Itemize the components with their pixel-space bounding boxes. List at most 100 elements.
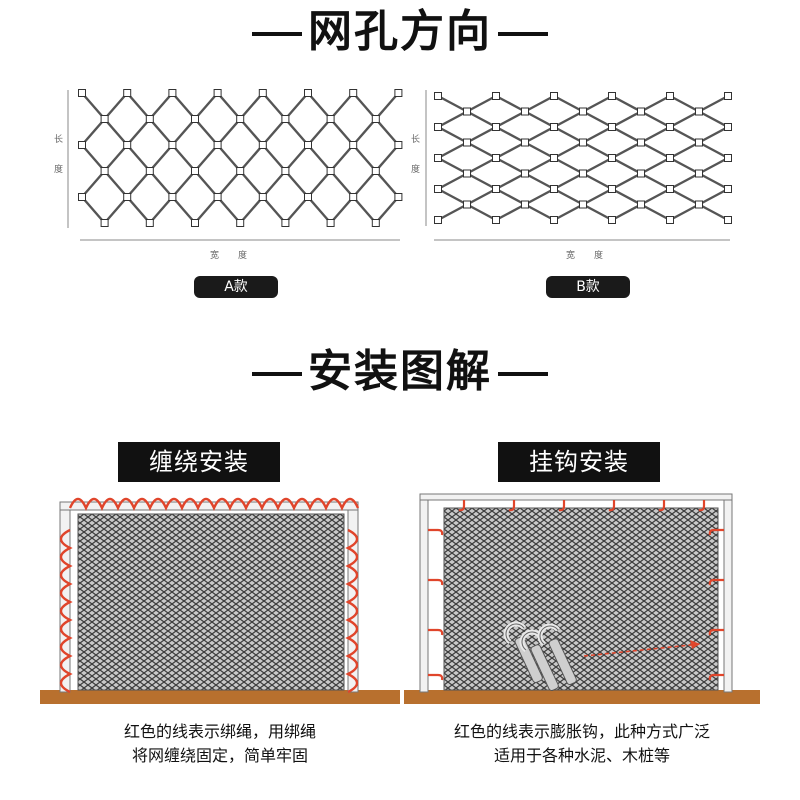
mesh-clip <box>258 89 267 97</box>
mesh-wire <box>466 203 497 222</box>
heading-dash-right <box>498 32 548 36</box>
mesh-clip <box>78 193 86 201</box>
hook-caption-line-1: 红色的线表示膨胀钩，此种方式广泛 <box>453 722 710 741</box>
mesh-wire <box>582 110 613 129</box>
mesh-clip <box>434 185 442 193</box>
mesh-clip <box>434 123 442 131</box>
mesh-clip <box>724 185 732 193</box>
mesh-wire <box>524 125 555 144</box>
diamond-mesh <box>434 92 732 224</box>
diamond-mesh <box>78 89 403 227</box>
mesh-wire <box>466 110 497 129</box>
mesh-wire <box>582 94 613 113</box>
mesh-wire <box>329 92 355 120</box>
mesh-wire <box>239 170 264 198</box>
mesh-wire <box>307 196 332 224</box>
mesh-wire <box>126 144 151 172</box>
mesh-panel <box>443 507 719 691</box>
mesh-wire <box>495 141 526 160</box>
top-expansion-hook <box>558 500 566 512</box>
mesh-wire <box>466 141 497 160</box>
mesh-clip <box>236 167 245 175</box>
style-a-width-label-1: 宽 <box>210 251 220 261</box>
style-b-length-label-2: 度 <box>411 165 421 175</box>
mesh-clip <box>463 200 471 209</box>
wrap-caption-line-2: 将网缠绕固定，简单牢固 <box>131 746 308 765</box>
mesh-wire <box>171 118 196 146</box>
pointer-arrow-line <box>583 643 701 657</box>
mesh-clip <box>521 169 529 178</box>
mesh-clip <box>695 200 703 209</box>
hook-install-title: 挂钩安装 <box>498 442 660 482</box>
mesh-wire <box>81 144 106 172</box>
mesh-wire <box>582 141 613 160</box>
mesh-wire <box>103 144 129 172</box>
mesh-clip <box>608 216 616 224</box>
mesh-clip <box>326 219 335 227</box>
mesh-clip <box>326 115 335 123</box>
mesh-clip <box>637 138 645 147</box>
mesh-clip <box>78 89 86 97</box>
mesh-wire <box>239 144 264 172</box>
mesh-wire <box>374 170 400 198</box>
mesh-wire <box>582 125 613 144</box>
mesh-clip <box>371 219 380 227</box>
hook-bolt <box>548 638 577 686</box>
mesh-wire <box>495 203 526 222</box>
top-binding-rope <box>68 497 360 511</box>
mesh-wire <box>171 170 196 198</box>
heading-dash-left <box>252 372 302 376</box>
mesh-wire <box>194 118 219 146</box>
mesh-wire <box>669 187 700 206</box>
style-a-mesh <box>67 89 403 241</box>
mesh-clip <box>213 193 222 201</box>
mesh-clip <box>579 107 587 116</box>
mesh-wire <box>194 92 219 120</box>
mesh-clip <box>100 219 109 227</box>
mesh-clip <box>608 185 616 193</box>
mesh-wire <box>611 110 642 129</box>
mesh-clip <box>168 193 177 201</box>
top-expansion-hook <box>508 500 516 512</box>
mesh-clip <box>550 216 558 224</box>
expansion-hook-photo <box>503 621 577 692</box>
mesh-wire <box>553 187 584 206</box>
mesh-wire <box>437 94 468 113</box>
mesh-wire <box>437 110 468 129</box>
hook-install-illustration <box>404 493 760 704</box>
mesh-clip <box>579 200 587 209</box>
mesh-wire <box>103 92 129 120</box>
mesh-wire <box>611 141 642 160</box>
mesh-wire <box>307 92 332 120</box>
mesh-wire <box>582 203 613 222</box>
mesh-wire <box>698 203 729 222</box>
mesh-clip <box>666 154 674 162</box>
mesh-wire <box>352 170 377 198</box>
mesh-clip <box>191 219 199 227</box>
mesh-clip <box>394 141 403 149</box>
mesh-wire <box>261 118 287 146</box>
mesh-clip <box>394 193 403 201</box>
mesh-wire <box>171 144 196 172</box>
mesh-clip <box>281 219 290 227</box>
mesh-wire <box>495 187 526 206</box>
mesh-wire <box>698 156 729 175</box>
top-expansion-hook <box>458 500 466 512</box>
mesh-clip <box>145 219 154 227</box>
mesh-wire <box>466 125 497 144</box>
style-a-tag: A款 <box>194 276 278 298</box>
mesh-wire <box>669 172 700 191</box>
mesh-wire <box>466 187 497 206</box>
mesh-clip <box>236 219 245 227</box>
mesh-wire <box>698 94 729 113</box>
mesh-wire <box>524 203 555 222</box>
mesh-wire <box>103 170 129 198</box>
mesh-clip <box>579 169 587 178</box>
mesh-wire <box>437 156 468 175</box>
mesh-clip <box>394 89 403 97</box>
left-binding-rope <box>59 528 73 694</box>
mesh-wire <box>148 196 174 224</box>
mesh-wire <box>194 144 219 172</box>
mesh-wire <box>524 172 555 191</box>
hook-install-caption: 红色的线表示膨胀钩，此种方式广泛 适用于各种水泥、木桩等 <box>404 720 760 768</box>
